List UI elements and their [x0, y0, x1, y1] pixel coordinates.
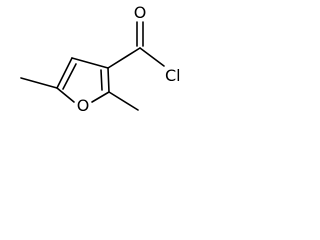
bond-c3-c4: [71, 57, 109, 69]
atom-label-carbonyl-oxygen: O: [134, 3, 147, 22]
bond-c2-methyl: [108, 91, 139, 111]
bond-c2-c3-inner: [100, 69, 103, 91]
bond-c5-o1: [56, 87, 75, 103]
chemical-structure-diagram: O Cl O: [20, 3, 181, 115]
atom-label-chlorine: Cl: [165, 66, 181, 85]
bond-carbonyl-cl: [139, 47, 165, 67]
atom-label-ring-oxygen: O: [77, 96, 90, 115]
bond-c4-c5-outer: [56, 57, 73, 89]
bond-o1-c2: [91, 91, 110, 103]
bond-c4-c5-inner: [62, 63, 77, 90]
bond-c5-methyl: [20, 77, 58, 89]
bond-c3-carbonyl: [107, 47, 141, 69]
bond-c2-c3-outer: [107, 67, 110, 93]
